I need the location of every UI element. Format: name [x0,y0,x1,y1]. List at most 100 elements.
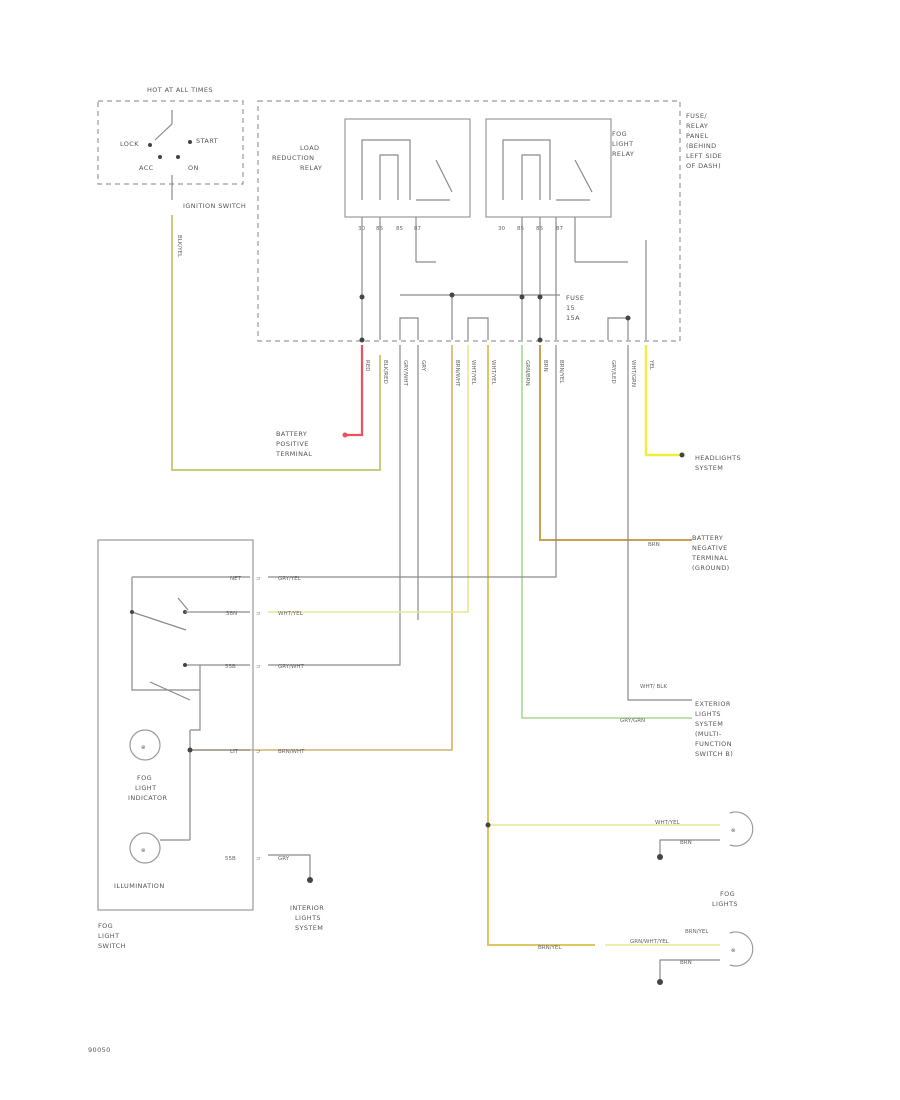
ignition-switch-label: IGNITION SWITCH [183,202,246,210]
fog-light-splice [485,822,491,828]
fog-light-switch-box [97,539,254,911]
svg-text:⊗: ⊗ [141,745,146,751]
svg-text:⊃: ⊃ [256,856,261,862]
battery-negative-wire-label: BRN [648,542,660,548]
svg-text:GRY: GRY [278,856,290,862]
panel-wire-labels: RED BLK/RED GRY/WHT GRY BRN/WHT WHT/YEL … [364,359,654,387]
load-reduction-relay-box [344,118,471,218]
svg-text:55B: 55B [225,664,236,670]
headlights-wire [644,345,680,457]
fog-light-2-ground-label: BRN [680,960,692,966]
fog-switch-internals [130,576,250,841]
svg-text:⊗: ⊗ [141,848,146,854]
switch-83a-wire [268,345,469,613]
ignition-acc-label: ACC [139,164,154,172]
svg-text:WHT/YEL: WHT/YEL [278,611,304,617]
fog-light-relay-internals [502,139,593,201]
svg-text:⊃: ⊃ [256,749,261,755]
svg-text:WHT/YEL: WHT/YEL [490,360,496,386]
battery-positive-wire [345,345,364,437]
interior-lights-wire [268,854,311,880]
ignition-switch-box [97,100,244,185]
ignition-on-label: ON [188,164,199,172]
fog-light-2-ground [657,979,663,985]
illumination-label: ILLUMINATION [114,882,165,890]
headlights-connector [679,452,685,458]
wire-58b [268,345,401,666]
fuse-relay-panel-box [257,100,681,342]
svg-text:87: 87 [414,226,421,232]
svg-text:WHT/GRN: WHT/GRN [630,360,636,387]
svg-text:GRY/YEL: GRY/YEL [278,576,302,582]
svg-text:NET: NET [230,576,242,582]
fog-light-indicator-lamp: ⊗ [129,729,161,761]
fog-relay-pins: 30 85 86 87 [498,226,563,232]
svg-text:GRY/WHT: GRY/WHT [402,360,408,387]
ignition-start-label: START [196,137,218,145]
ignition-lock-label: LOCK [120,140,139,148]
fog-main-label: BRN/YEL [538,945,562,951]
switch-pin-labels: NET 58N 55B LIT 55B ⊃ ⊃ ⊃ ⊃ ⊃ [225,576,261,862]
svg-text:⊃: ⊃ [256,664,261,670]
switch-58t-wire [268,345,557,578]
fog-light-relay-box [485,118,612,218]
svg-text:55B: 55B [225,856,236,862]
exterior-lights-grey-wire [627,345,692,701]
svg-text:GRY/WHT: GRY/WHT [278,664,305,670]
svg-text:⊃: ⊃ [256,611,261,617]
battery-positive-connector [342,432,348,438]
ignition-switch-contacts [148,110,192,200]
exterior-green-label: GRY/GRN [620,718,645,724]
switch-wire-labels: GRY/YEL WHT/YEL GRY/WHT BRN/WHT GRY [278,576,305,862]
svg-text:RED: RED [364,360,370,372]
svg-text:BRN: BRN [542,360,548,372]
fog-light-1: ⊗ [729,811,754,847]
fog-light-1-ground-wire [659,839,720,855]
fog-light-2-ground-wire [659,959,720,980]
ignition-feed-wire [171,215,381,471]
interior-lights-ground [307,877,313,883]
fog-light-1-ground [657,854,663,860]
fog-light-2-feed-label-2: GRN/WHT/YEL [630,939,670,945]
fog-light-1-ground-label: BRN [680,840,692,846]
ignition-wire-label: BLK/YEL [176,235,182,258]
exterior-lights-wire [521,345,692,719]
svg-text:BRN/YEL: BRN/YEL [558,360,564,384]
fog-light-2-feed-label: BRN/YEL [685,929,709,935]
svg-text:85: 85 [396,226,403,232]
indicator-feed-wire [190,345,453,751]
svg-text:30: 30 [498,226,505,232]
svg-text:85: 85 [517,226,524,232]
fog-lights-main-wire [487,345,595,946]
svg-text:WHT/YEL: WHT/YEL [470,360,476,386]
svg-text:⊗: ⊗ [731,948,736,954]
fog-light-1-feed-label: WHT/YEL [655,820,681,826]
illumination-lamp: ⊗ [129,832,161,864]
exterior-grey-label: WHT/ BLK [640,684,667,690]
fog-light-2: ⊗ [729,931,754,967]
svg-text:BRN/WHT: BRN/WHT [454,360,460,387]
svg-text:GRN/BRN: GRN/BRN [524,360,530,386]
svg-text:BRN/WHT: BRN/WHT [278,749,305,755]
relay-panel-internal-wiring [359,217,647,343]
svg-text:LIT: LIT [230,749,239,755]
hot-at-all-times-label: HOT AT ALL TIMES [147,86,213,94]
diagram-id: 90050 [88,1046,111,1054]
svg-text:⊗: ⊗ [731,828,736,834]
svg-text:BLK/RED: BLK/RED [382,360,388,384]
svg-text:87: 87 [556,226,563,232]
